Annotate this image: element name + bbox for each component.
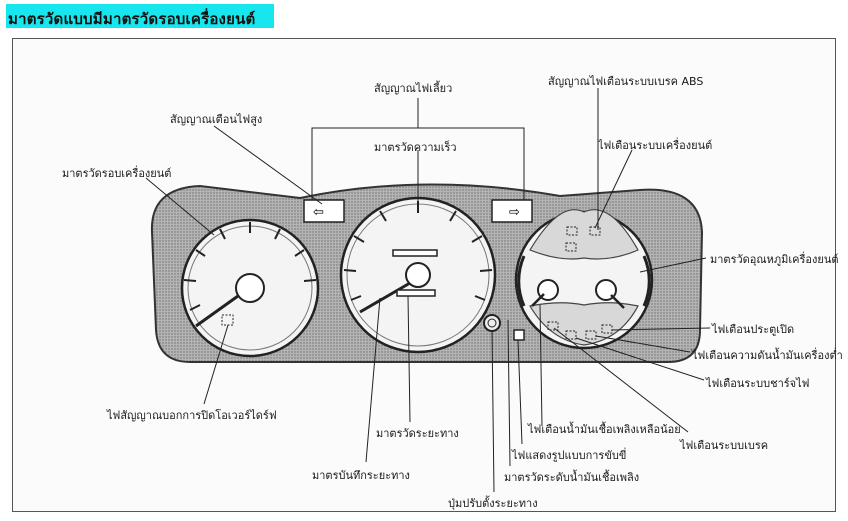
label-oil-pressure: ไฟเตือนความดันน้ำมันเครื่องต่ำ — [692, 349, 843, 362]
svg-text:⇨: ⇨ — [509, 205, 520, 220]
label-trip-meter: มาตรบันทึกระยะทาง — [312, 469, 410, 482]
right-turn-indicator — [491, 199, 533, 223]
left-turn-indicator — [303, 199, 345, 223]
label-fuel-gauge: มาตรวัดระดับน้ำมันเชื้อเพลิง — [504, 471, 640, 484]
title-bar — [6, 4, 274, 28]
label-turn-signal: สัญญาณไฟเลี้ยว — [374, 82, 453, 95]
label-odometer: มาตรวัดระยะทาง — [376, 427, 459, 440]
label-tachometer: มาตรวัดรอบเครื่องยนต์ — [62, 167, 172, 180]
label-door-open: ไฟเตือนประตูเปิด — [712, 323, 795, 336]
combination-gauge-dial — [514, 209, 654, 350]
tachometer-dial — [180, 218, 320, 358]
trip-reset-knob — [483, 314, 501, 332]
label-high-beam: สัญญาณเตือนไฟสูง — [170, 113, 263, 126]
svg-text:⇦: ⇦ — [313, 205, 324, 220]
label-abs-warning: สัญญาณไฟเตือนระบบเบรค ABS — [548, 75, 704, 88]
leader-lines — [145, 88, 711, 493]
label-low-fuel: ไฟเตือนน้ำมันเชื้อเพลิงเหลือน้อย — [528, 423, 681, 436]
label-drive-mode: ไฟแสดงรูปแบบการขับขี่ — [512, 449, 627, 462]
label-trip-reset: ปุ่มปรับตั้งระยะทาง — [448, 497, 538, 510]
drive-mode-indicator — [513, 329, 525, 341]
label-charging: ไฟเตือนระบบชาร์จไฟ — [706, 377, 810, 390]
label-overdrive-off: ไฟสัญญาณบอกการปิดโอเวอร์ไดร์ฟ — [107, 409, 277, 422]
label-brake: ไฟเตือนระบบเบรค — [680, 439, 769, 452]
label-speedometer: มาตรวัดความเร็ว — [374, 141, 457, 154]
label-temp-gauge: มาตรวัดอุณหภูมิเครื่องยนต์ — [710, 253, 839, 266]
page-title: มาตรวัดแบบมีมาตรวัดรอบเครื่องยนต์ — [8, 10, 256, 28]
label-engine-warning: ไฟเตือนระบบเครื่องยนต์ — [598, 139, 713, 152]
speedometer-dial — [339, 196, 497, 354]
